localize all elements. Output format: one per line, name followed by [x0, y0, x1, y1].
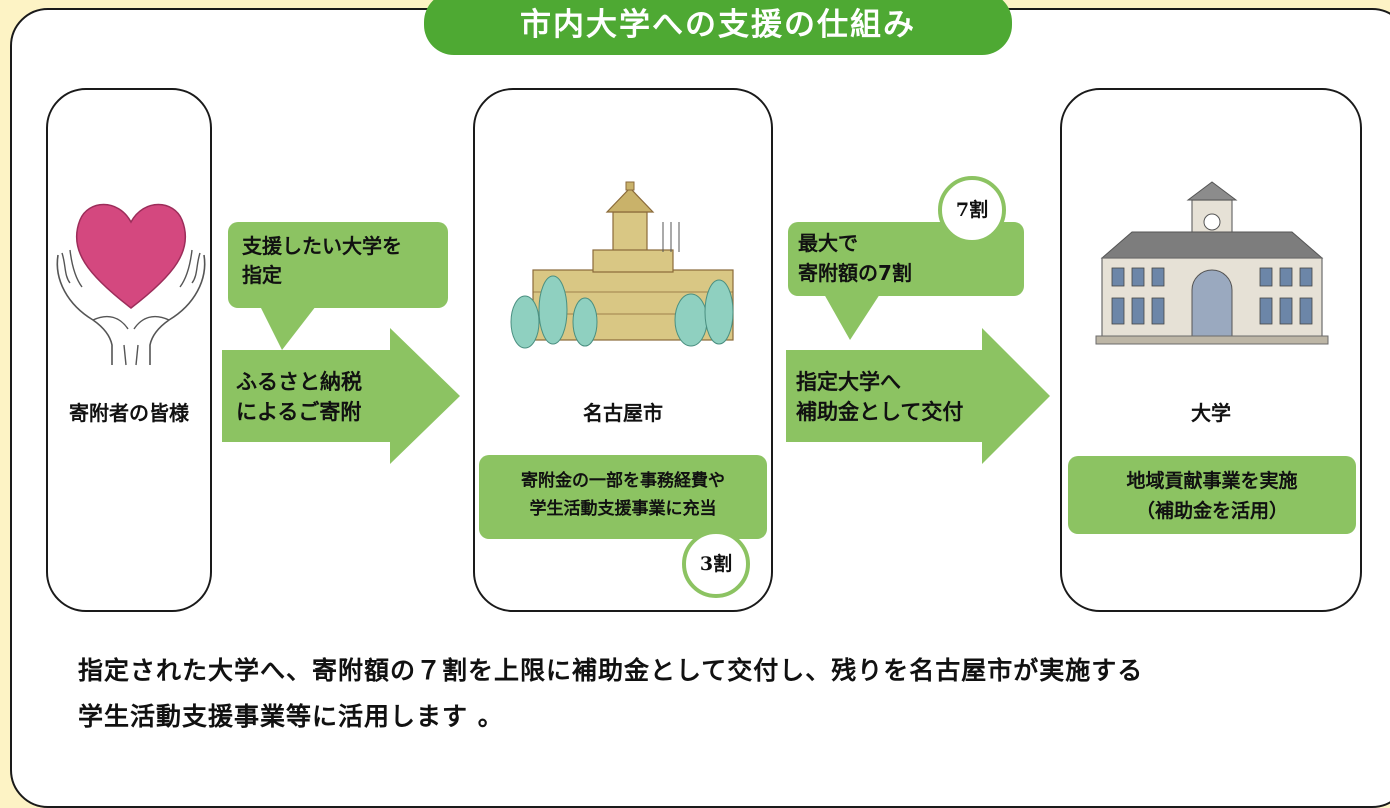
university-note: 地域貢献事業を実施 （補助金を活用） [1068, 456, 1356, 534]
university-note-line1: 地域貢献事業を実施 [1126, 470, 1298, 492]
step2-share-badge: 7割 [938, 176, 1006, 244]
step1-callout-line1: 支援したい大学を [242, 234, 402, 258]
city-note-line2: 学生活動支援事業に充当 [529, 499, 717, 519]
university-building-icon [1095, 181, 1329, 345]
step1-callout: 支援したい大学を 指定 [228, 222, 448, 308]
step2-arrow [786, 328, 1050, 464]
step1-arrow-line2: によるご寄附 [236, 400, 362, 424]
city-note: 寄附金の一部を事務経費や 学生活動支援事業に充当 [479, 455, 767, 539]
city-hall-building-icon [510, 181, 734, 349]
diagram-title: 市内大学への支援の仕組み [424, 0, 1012, 55]
step2-callout-line1: 最大で [798, 231, 858, 255]
footer-line1: 指定された大学へ、寄附額の７割を上限に補助金として交付し、残りを名古屋市が実施す… [78, 656, 1144, 685]
step1-arrow-text: ふるさと納税 によるご寄附 [236, 367, 362, 427]
step1-callout-line2: 指定 [242, 263, 282, 287]
city-label: 名古屋市 [583, 401, 663, 425]
step1-callout-pointer [260, 306, 316, 350]
heart-hands-icon [56, 203, 206, 366]
step1-arrow [222, 328, 460, 464]
footer-line2: 学生活動支援事業等に活用します 。 [78, 702, 504, 731]
university-note-line2: （補助金を活用） [1135, 500, 1288, 522]
step2-callout-pointer [824, 294, 880, 340]
footer-text: 指定された大学へ、寄附額の７割を上限に補助金として交付し、残りを名古屋市が実施す… [78, 648, 1328, 740]
step1-arrow-line1: ふるさと納税 [236, 370, 362, 394]
university-label: 大学 [1191, 401, 1231, 425]
step2-arrow-line1: 指定大学へ [796, 370, 901, 394]
city-share-badge: 3割 [682, 530, 750, 598]
donor-label: 寄附者の皆様 [69, 401, 189, 425]
step2-callout-line2: 寄附額の7割 [798, 261, 912, 285]
step2-arrow-line2: 補助金として交付 [796, 400, 964, 424]
city-note-line1: 寄附金の一部を事務経費や [521, 471, 725, 491]
step2-arrow-text: 指定大学へ 補助金として交付 [796, 367, 963, 427]
donor-card: 寄附者の皆様 [46, 88, 212, 612]
